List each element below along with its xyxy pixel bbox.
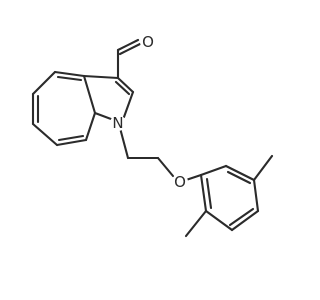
bond-ar6-ar1 <box>199 173 208 213</box>
bond-c7a-top <box>53 70 86 78</box>
bond-c3a-c7a <box>82 74 97 115</box>
molecule-diagram: N O O <box>31 33 274 238</box>
nitrogen-label: N <box>112 114 123 132</box>
bond-ch2-o <box>156 156 175 178</box>
ether-oxygen-label: O <box>174 173 186 191</box>
aldehyde-oxygen-label: O <box>142 33 154 51</box>
bond-c7a-c7 <box>31 70 57 96</box>
bond-c2-c3-double <box>114 80 131 96</box>
bond-c3-c3a <box>82 74 120 80</box>
bond-c3a-n1 <box>93 111 113 121</box>
bond-c7a-top-double <box>56 75 83 82</box>
bond-ar1-ar2 <box>199 164 228 177</box>
bond-ar2-ar3-double <box>226 170 252 185</box>
bond-cho-c-o-double <box>118 42 142 56</box>
bond-n1-c2 <box>122 90 135 119</box>
bond-ar5-ar6 <box>204 209 234 232</box>
bond-methyl-bottom <box>184 209 208 238</box>
aldehyde-oxygen-label-bg <box>140 34 156 50</box>
bond-c2-c3 <box>116 76 135 94</box>
bond-methyl-top <box>252 154 274 182</box>
bond-ar4-ar5-double <box>228 207 255 227</box>
bond-n1-ch2 <box>118 126 130 160</box>
bonds <box>31 38 274 238</box>
atom-labels: N O O <box>110 33 188 191</box>
bond-ar3-ar4 <box>252 178 260 213</box>
bond-c6-c5 <box>31 122 59 147</box>
bond-cho-c-o <box>116 38 140 52</box>
bond-ar4-ar5 <box>230 209 260 232</box>
bond-o-aryl <box>184 173 203 182</box>
bond-c4-c3a <box>84 111 97 142</box>
ether-oxygen-label-bg <box>172 174 188 190</box>
bond-ar2-ar3 <box>224 164 256 182</box>
bond-c5-c4-double <box>57 134 85 142</box>
nitrogen-label-bg <box>110 115 126 131</box>
bond-ar6-ar1-double <box>205 177 213 210</box>
bond-c5-c4 <box>55 138 88 147</box>
